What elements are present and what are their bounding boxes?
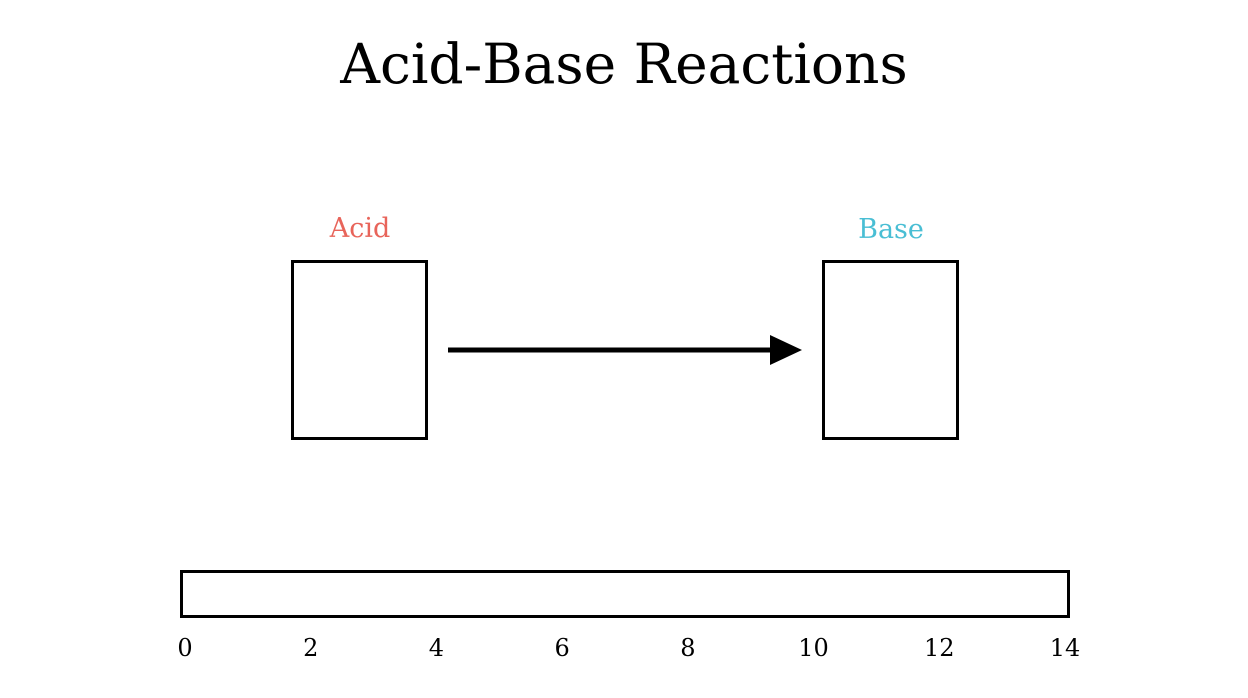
reaction-arrow — [448, 335, 802, 365]
ph-tick-label: 14 — [1049, 634, 1081, 662]
acid-label: Acid — [329, 213, 391, 244]
base-box — [822, 260, 959, 440]
ph-tick-label: 2 — [303, 634, 319, 662]
ph-scale-bar — [180, 570, 1070, 618]
reaction-arrow-head — [770, 335, 802, 365]
ph-tick-label: 8 — [680, 634, 696, 662]
ph-tick-label: 4 — [428, 634, 445, 662]
diagram-title: Acid-Base Reactions — [340, 32, 908, 96]
ph-tick-label: 6 — [554, 634, 570, 662]
ph-tick-label: 10 — [798, 634, 829, 662]
ph-tick-label: 12 — [924, 634, 955, 662]
ph-tick-label: 0 — [177, 634, 193, 662]
acid-box — [291, 260, 428, 440]
base-label: Base — [858, 214, 924, 245]
